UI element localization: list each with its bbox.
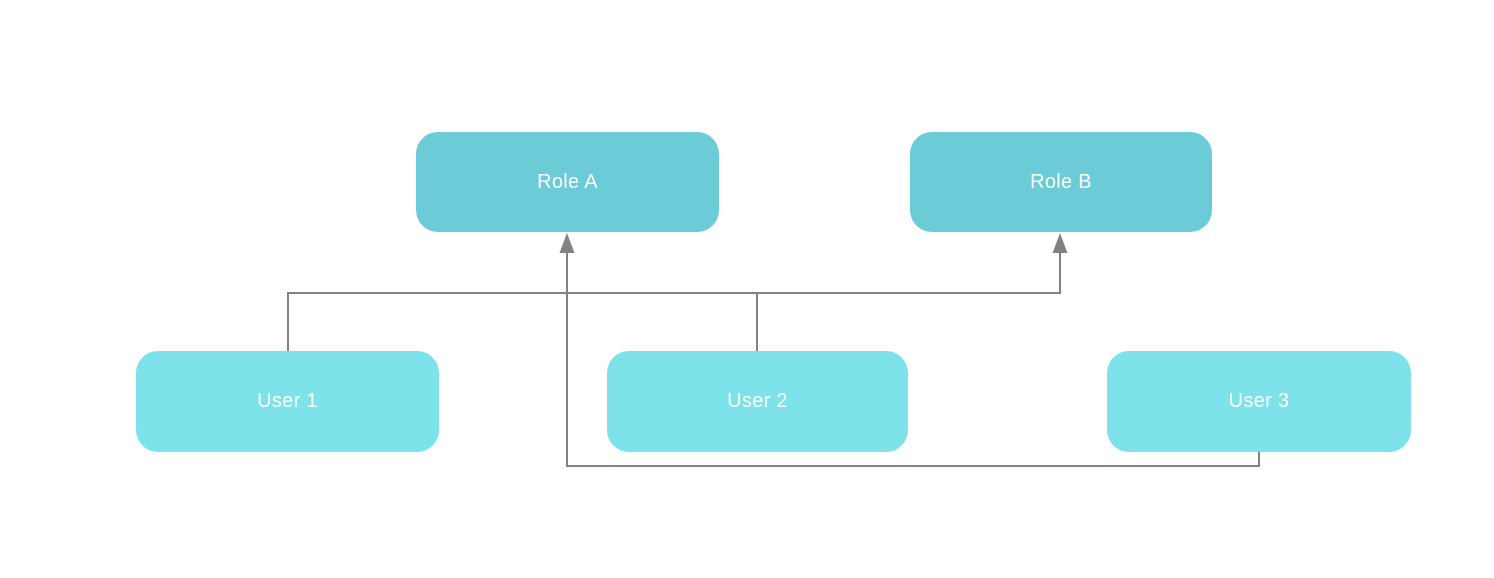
- edge-user1-to-roleb: [287, 252, 1061, 351]
- node-user-3-label: User 3: [1228, 390, 1290, 412]
- edge-user3-to-rolea: [566, 252, 1260, 467]
- arrowhead-into-role-b: [1052, 233, 1068, 253]
- node-role-a-label: Role A: [537, 170, 598, 193]
- node-role-b: Role B: [910, 132, 1212, 232]
- node-role-b-label: Role B: [1030, 170, 1092, 193]
- node-user-1: User 1: [136, 351, 439, 452]
- node-user-3: User 3: [1107, 351, 1411, 452]
- node-user-1-label: User 1: [257, 390, 318, 412]
- node-user-2-label: User 2: [727, 390, 788, 412]
- node-role-a: Role A: [416, 132, 719, 232]
- arrowhead-into-role-a: [559, 233, 575, 253]
- node-user-2: User 2: [607, 351, 908, 452]
